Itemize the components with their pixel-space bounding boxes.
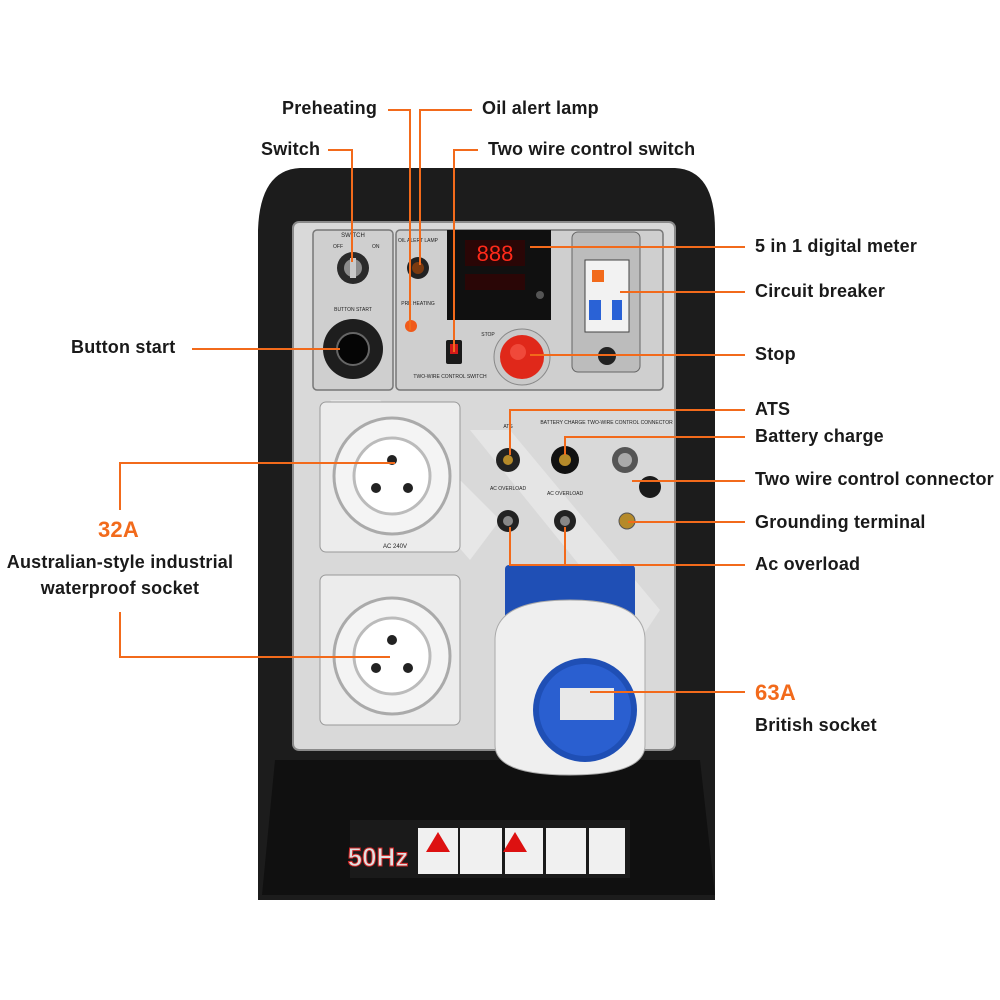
ats-panel-text: ATS: [503, 424, 513, 430]
circuit-breaker-label: Circuit breaker: [755, 281, 886, 301]
off-text: OFF: [333, 244, 343, 250]
battery-charge-panel-text: BATTERY CHARGE: [540, 420, 586, 426]
ac-overload-text-2: AC OVERLOAD: [547, 491, 584, 497]
aus-socket-label-line1: Australian-style industrial: [6, 552, 234, 572]
aus-socket-label-line2: waterproof socket: [40, 578, 200, 598]
preheating-panel-text: PRE HEATING: [401, 301, 435, 307]
digital-meter-label: 5 in 1 digital meter: [755, 236, 918, 256]
preheating-label: Preheating: [282, 98, 378, 118]
british-socket-label: British socket: [755, 715, 877, 735]
stop-panel-text: STOP: [481, 332, 495, 338]
oil-alert-lamp-label: Oil alert lamp: [482, 98, 599, 118]
meter-reading: 888: [477, 241, 514, 266]
aus-socket-upper[interactable]: AC 240V: [319, 401, 461, 553]
grounding-terminal-label: Grounding terminal: [755, 512, 926, 532]
two-wire-control-switch-label: Two wire control switch: [488, 139, 696, 159]
socket-voltage-text: AC 240V: [383, 544, 407, 550]
ac-overload-text-1: AC OVERLOAD: [490, 486, 527, 492]
frequency-text: 50Hz: [348, 842, 409, 872]
oil-alert-panel-text: OIL ALERT LAMP: [398, 238, 439, 244]
stop-label: Stop: [755, 344, 796, 364]
button-start-panel-text: BUTTON START: [334, 307, 372, 313]
button-start-label: Button start: [71, 337, 176, 357]
two-wire-switch-panel-text: TWO-WIRE CONTROL SWITCH: [413, 374, 487, 380]
two-wire-connector-panel-text: TWO-WIRE CONTROL CONNECTOR: [587, 420, 673, 426]
callout-lines: [119, 109, 745, 693]
ac-overload-label: Ac overload: [755, 554, 861, 574]
battery-charge-label: Battery charge: [755, 426, 884, 446]
switch-label: Switch: [261, 139, 321, 159]
rating-32a-label: 32A: [98, 517, 139, 542]
aus-socket-lower[interactable]: [319, 574, 461, 726]
rating-63a-label: 63A: [755, 680, 796, 705]
ats-label: ATS: [755, 399, 791, 419]
start-button[interactable]: [336, 332, 370, 366]
two-wire-control-connector-label: Two wire control connector: [755, 469, 994, 489]
circuit-breaker: [584, 259, 630, 333]
british-socket-63a[interactable]: [494, 565, 646, 776]
on-text: ON: [372, 244, 380, 250]
